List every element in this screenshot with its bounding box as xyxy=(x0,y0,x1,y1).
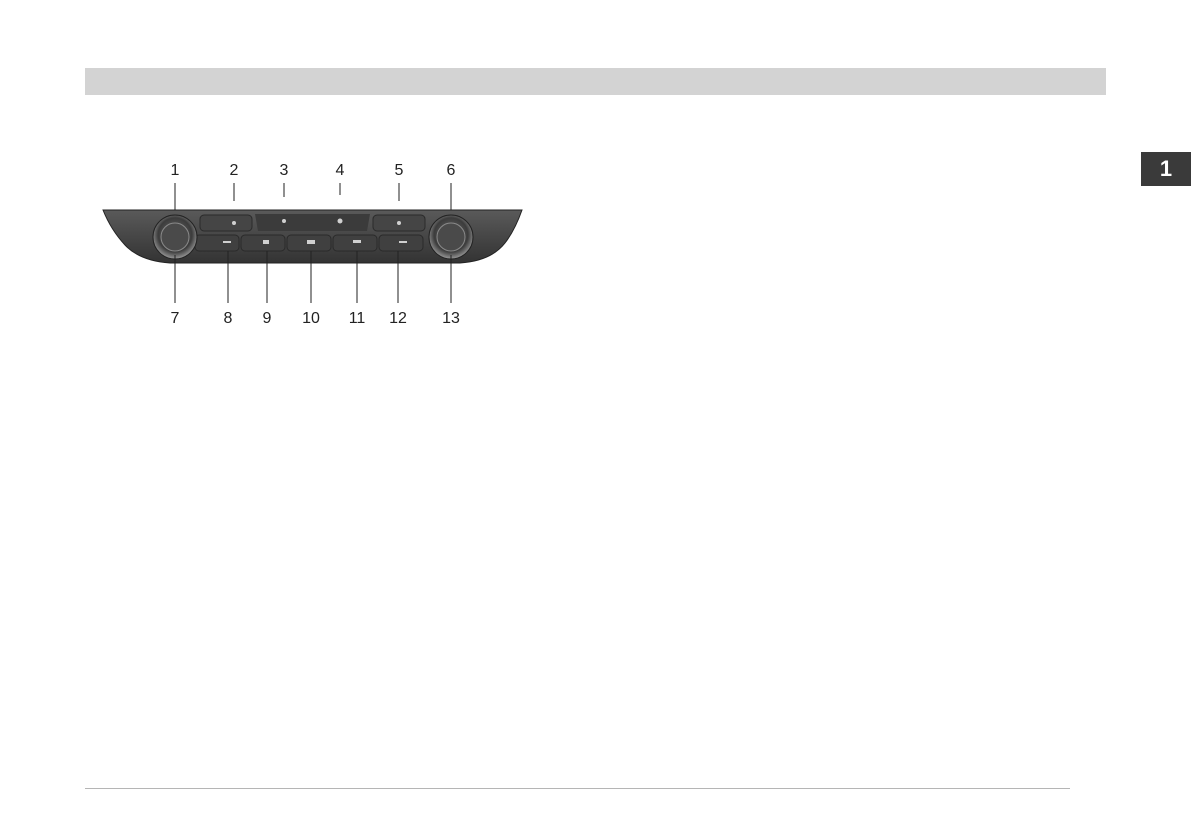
chapter-tab[interactable]: 1 xyxy=(1141,152,1191,186)
callout-8: 8 xyxy=(213,311,243,327)
callout-10: 10 xyxy=(296,311,326,327)
callout-7: 7 xyxy=(160,311,190,327)
section-header-bar xyxy=(85,68,1106,95)
climate-control-panel xyxy=(95,155,535,335)
callout-9: 9 xyxy=(252,311,282,327)
chapter-number: 1 xyxy=(1160,156,1172,182)
callout-12: 12 xyxy=(383,311,413,327)
callout-13: 13 xyxy=(436,311,466,327)
footer-rule xyxy=(85,788,1070,789)
callout-11: 11 xyxy=(342,311,372,327)
climate-control-figure: 1 2 3 4 5 6 xyxy=(95,155,535,335)
